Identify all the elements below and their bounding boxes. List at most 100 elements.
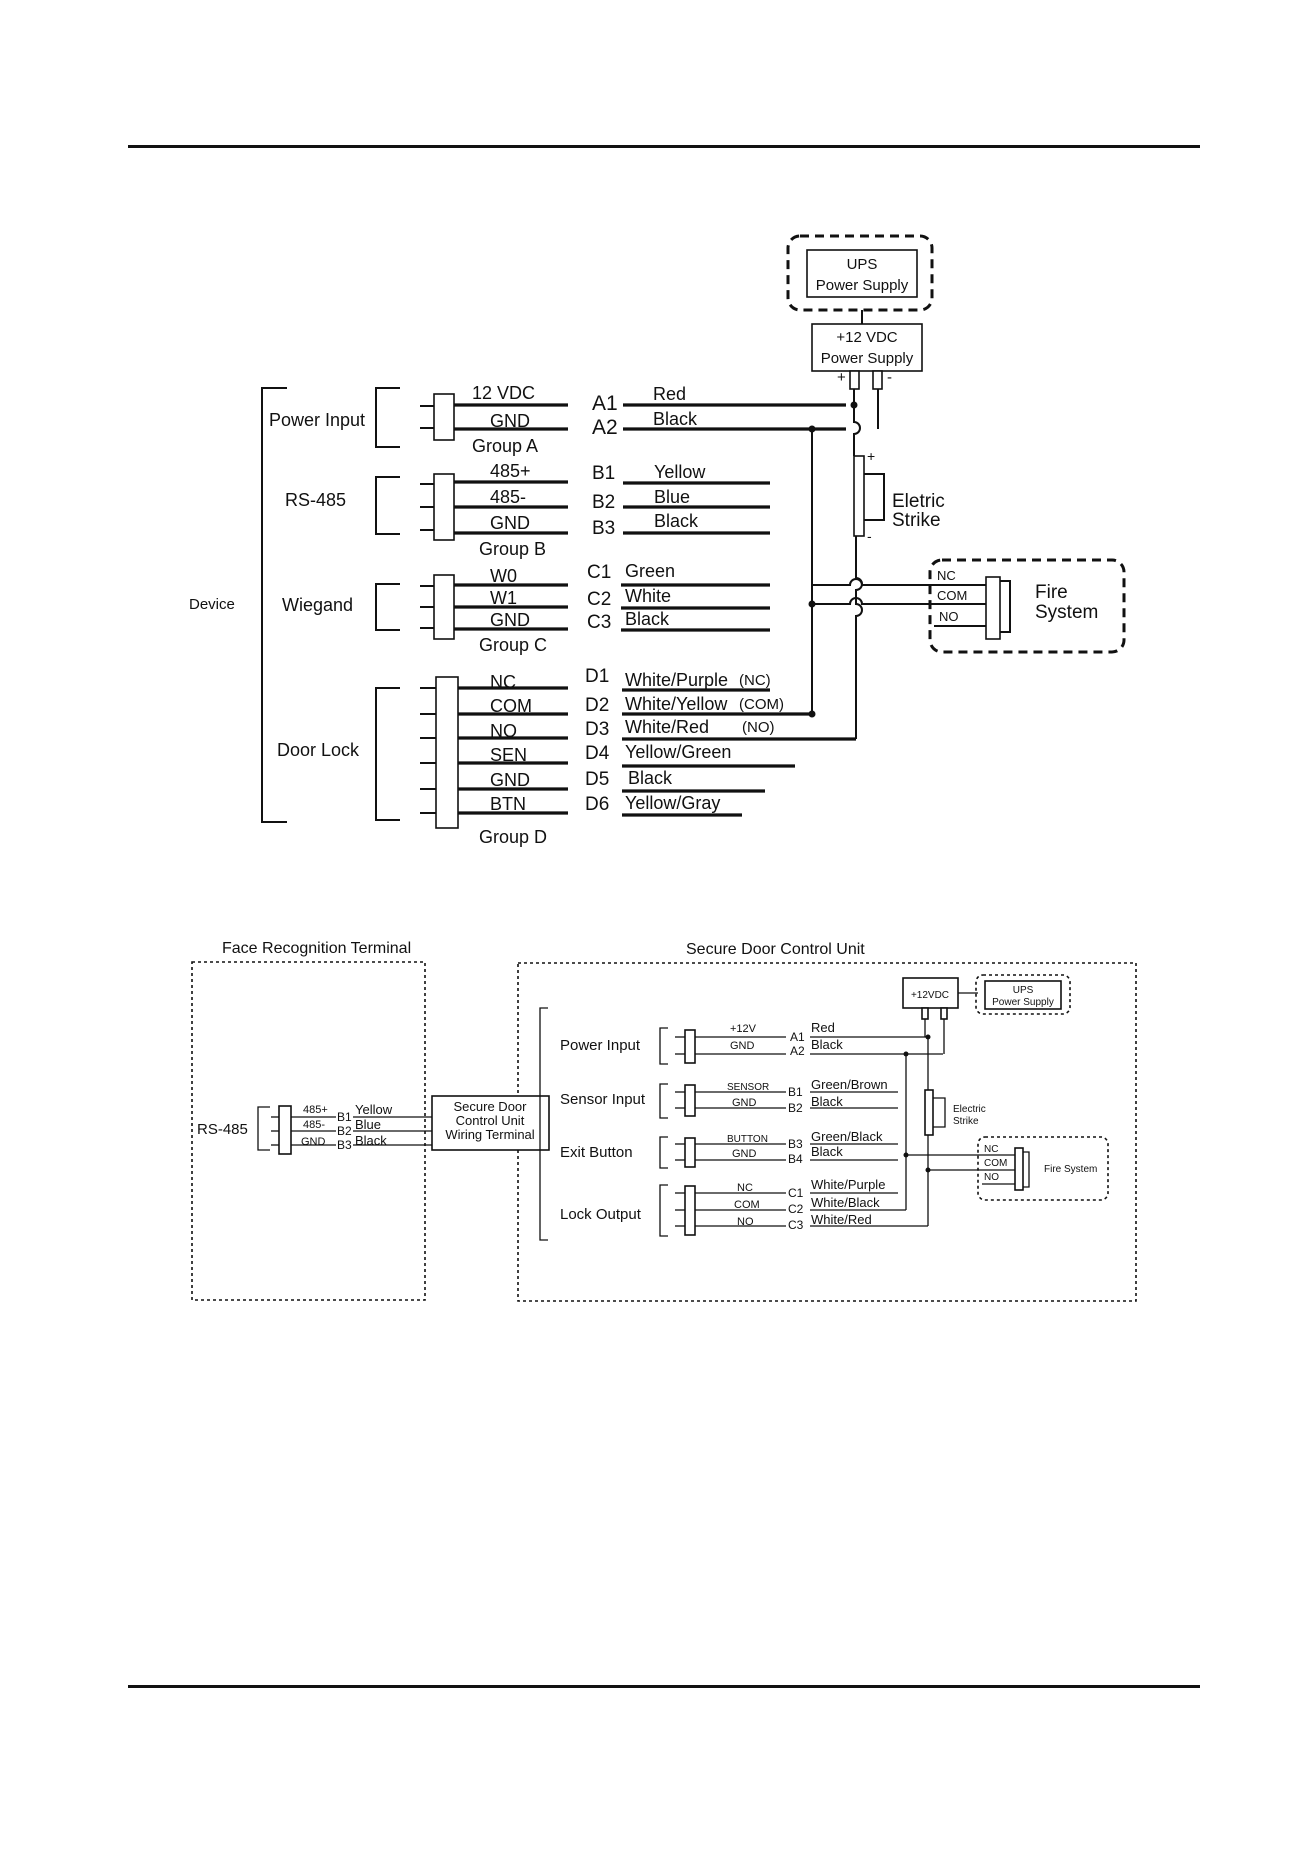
- d2-ups-line2: Power Supply: [992, 997, 1054, 1008]
- pin-label-com: COM: [490, 696, 532, 716]
- power-input-bracket: [375, 387, 400, 448]
- group-name-wiegand: Wiegand: [282, 595, 353, 615]
- ups-box: [806, 249, 918, 298]
- group-caption-a: Group A: [472, 436, 538, 456]
- d2-wire-black-b2: Black: [811, 1094, 843, 1109]
- d2-id-a2: A2: [790, 1044, 805, 1058]
- pin-label-w1: W1: [490, 588, 517, 608]
- strike-label-line2: Strike: [892, 510, 941, 531]
- wire-color-black-a2: Black: [653, 409, 698, 429]
- rs485-wire-blue: Blue: [355, 1117, 381, 1132]
- strike-plus-feed: [853, 405, 861, 456]
- wire-color-white-yellow: White/Yellow: [625, 694, 728, 714]
- group-name-rs485: RS-485: [285, 490, 346, 510]
- pin-label-gnd-b: GND: [490, 513, 530, 533]
- psu-label-line1: +12 VDC: [836, 329, 897, 346]
- rs485-wire-black: Black: [355, 1133, 387, 1148]
- rs485-label: RS-485: [197, 1121, 248, 1138]
- d2-pin-button: BUTTON: [727, 1134, 768, 1145]
- d2-group-sensor-input: Sensor Input: [560, 1091, 646, 1108]
- d2-ups-box: [984, 980, 1062, 1010]
- d2-strike-line2: Strike: [953, 1116, 979, 1127]
- wire-note-nc: (NC): [739, 672, 771, 689]
- d2-pin-no: NO: [737, 1216, 754, 1228]
- fire-relay-terminal: [985, 576, 1001, 640]
- d2-wire-black-b4: Black: [811, 1144, 843, 1159]
- terminal-id-d1: D1: [585, 666, 609, 687]
- terminal-id-d5: D5: [585, 769, 609, 790]
- d2-pin-gnd-b4: GND: [732, 1148, 757, 1160]
- wire-color-black-d5: Black: [628, 768, 673, 788]
- wire-color-green: Green: [625, 561, 675, 581]
- pin-label-12vdc: 12 VDC: [472, 383, 535, 403]
- d2-fire-enclosure: [977, 1136, 1109, 1201]
- d2-id-b1: B1: [788, 1085, 803, 1099]
- d2-id-a1: A1: [790, 1030, 805, 1044]
- d2-electric-strike: [924, 1089, 934, 1136]
- psu-minus-sign: -: [887, 369, 892, 386]
- wiring-terminal-line2: Control Unit: [456, 1113, 525, 1128]
- d2-wire-white-red: White/Red: [811, 1212, 872, 1227]
- wire-note-com: (COM): [739, 696, 784, 713]
- wire-note-no: (NO): [742, 719, 775, 736]
- terminal-block-d: [435, 676, 459, 829]
- fire-com-wire: [812, 597, 934, 605]
- wiegand-bracket: [375, 583, 400, 631]
- wire-color-yellow: Yellow: [654, 462, 706, 482]
- wire-color-yellow-gray: Yellow/Gray: [625, 793, 720, 813]
- terminal-id-a1: A1: [592, 392, 618, 415]
- terminal-id-b1: B1: [592, 463, 615, 484]
- rs485-terminal-block: [278, 1105, 292, 1155]
- terminal-id-c2: C2: [587, 589, 611, 610]
- d2-wire-green-brown: Green/Brown: [811, 1077, 888, 1092]
- d2-wire-white-black: White/Black: [811, 1195, 880, 1210]
- pin-label-485plus: 485+: [490, 461, 531, 481]
- d2-wire-red: Red: [811, 1020, 835, 1035]
- device-bracket: [261, 387, 287, 823]
- d2-terminal-sensor: [684, 1084, 696, 1117]
- group-caption-b: Group B: [479, 539, 546, 559]
- wiring-terminal-line3: Wiring Terminal: [445, 1127, 534, 1142]
- terminal-block-a: [433, 393, 455, 441]
- rs485-wire-yellow: Yellow: [355, 1102, 393, 1117]
- wire-color-red: Red: [653, 384, 686, 404]
- ups-dashed-enclosure: [786, 234, 934, 312]
- ups-label-line1: UPS: [847, 256, 878, 273]
- terminal-id-d2: D2: [585, 695, 609, 716]
- d2-pin-nc: NC: [737, 1182, 753, 1194]
- d2-fire-com: COM: [984, 1158, 1007, 1169]
- wire-color-black-c3: Black: [625, 609, 670, 629]
- terminal-id-c1: C1: [587, 562, 611, 583]
- rs485-pin-485plus: 485+: [303, 1104, 328, 1116]
- d2-group-power-input: Power Input: [560, 1037, 641, 1054]
- terminal-id-d6: D6: [585, 794, 609, 815]
- d2-id-c1: C1: [788, 1186, 804, 1200]
- d2-terminal-lock: [684, 1185, 696, 1236]
- d2-ups-enclosure: [975, 974, 1071, 1015]
- rs485-id-b2: B2: [337, 1124, 352, 1138]
- d2-fire-label: Fire System: [1044, 1164, 1097, 1175]
- wire-color-white-purple: White/Purple: [625, 670, 728, 690]
- group-caption-d: Group D: [479, 827, 547, 847]
- group-caption-c: Group C: [479, 635, 547, 655]
- d2-group-lock-output: Lock Output: [560, 1206, 642, 1223]
- group-name-power-input: Power Input: [269, 410, 365, 430]
- d2-terminal-button: [684, 1137, 696, 1168]
- d2-pin-sensor: SENSOR: [727, 1082, 769, 1093]
- pin-label-w0: W0: [490, 566, 517, 586]
- pin-label-sen: SEN: [490, 745, 527, 765]
- d2-fire-relay: [1014, 1147, 1024, 1191]
- door-lock-bracket: [375, 687, 400, 821]
- group-name-door-lock: Door Lock: [277, 740, 360, 760]
- d2-id-b4: B4: [788, 1152, 803, 1166]
- pin-label-btn: BTN: [490, 794, 526, 814]
- d2-psu-box: [902, 977, 959, 1009]
- d2-terminal-power: [684, 1029, 696, 1064]
- terminal-id-c3: C3: [587, 612, 611, 633]
- d2-fire-nc: NC: [984, 1144, 998, 1155]
- sdcu-title: Secure Door Control Unit: [686, 941, 865, 958]
- rs485-pin-485minus: 485-: [303, 1119, 325, 1131]
- wiring-terminal-line1: Secure Door: [454, 1099, 528, 1114]
- terminal-id-d3: D3: [585, 719, 609, 740]
- fire-system-dashed-enclosure: [928, 558, 1126, 654]
